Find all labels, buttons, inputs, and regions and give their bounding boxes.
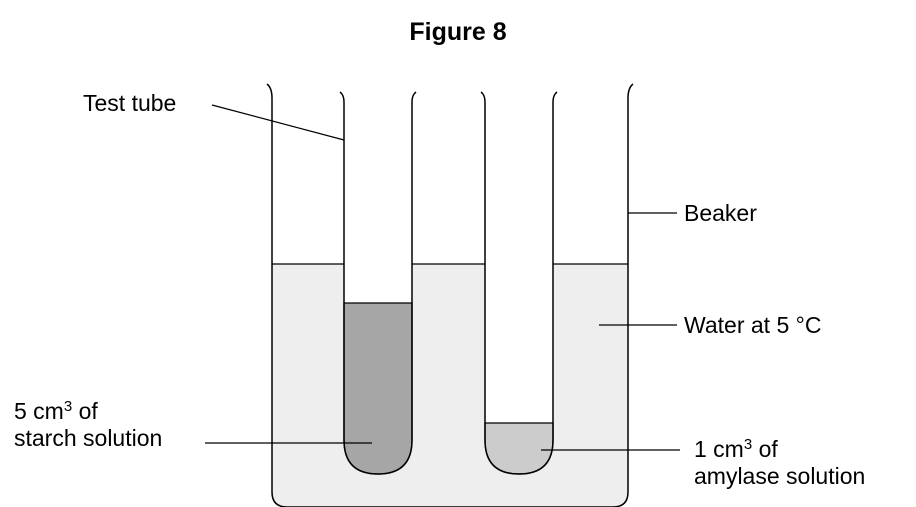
test-tube-left-inner bbox=[344, 95, 412, 303]
label-starch-line2: starch solution bbox=[14, 425, 163, 451]
test-tube-right bbox=[480, 91, 558, 475]
label-amylase-line1: 1 cm3 of bbox=[694, 436, 778, 462]
water-fill bbox=[272, 264, 628, 507]
test-tube-left bbox=[339, 91, 417, 475]
test-tube-leader bbox=[211, 104, 345, 141]
label-beaker: Beaker bbox=[684, 200, 757, 226]
test-tube-right-inner bbox=[485, 95, 553, 423]
beaker bbox=[266, 83, 634, 507]
label-starch: 5 cm3 of starch solution bbox=[14, 398, 162, 452]
label-amylase: 1 cm3 of amylase solution bbox=[694, 436, 865, 490]
label-starch-line1: 5 cm3 of bbox=[14, 398, 98, 424]
label-water: Water at 5 °C bbox=[684, 312, 822, 338]
starch-solution bbox=[343, 302, 413, 475]
label-test-tube: Test tube bbox=[83, 90, 177, 116]
label-amylase-line2: amylase solution bbox=[694, 463, 866, 489]
figure-title: Figure 8 bbox=[409, 18, 507, 46]
